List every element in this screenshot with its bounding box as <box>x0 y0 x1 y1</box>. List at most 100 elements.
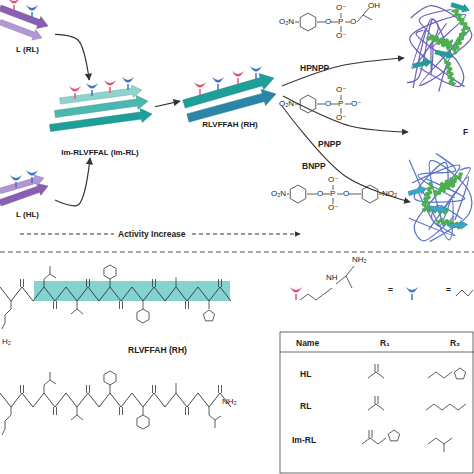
peptide-assemblies <box>0 0 276 206</box>
ligand-head <box>104 80 116 86</box>
chemical-bond <box>428 438 452 444</box>
dashed-arrow <box>20 234 114 235</box>
side-chain-symbols <box>290 266 473 300</box>
table-border <box>280 332 473 473</box>
table-cell: R₁ <box>380 339 390 348</box>
assembly-node: L (HL) <box>0 168 55 220</box>
ligand-symbol <box>26 170 38 183</box>
ligand-stem <box>255 73 257 79</box>
benzene-ring <box>104 371 116 385</box>
chemical-bond <box>345 104 351 105</box>
atom-label: O <box>325 18 331 26</box>
chemical-bond <box>287 194 289 195</box>
ligand-head <box>122 77 134 83</box>
protein-helix <box>423 183 432 208</box>
atom-label: H₂ <box>2 338 11 346</box>
chemical-bond <box>215 416 221 420</box>
table-cell: HL <box>300 370 311 379</box>
chemical-bond <box>317 104 325 105</box>
chemical-bond <box>20 279 21 287</box>
chemical-bond <box>86 385 87 393</box>
chemical-bond <box>119 407 120 415</box>
chemical-bond <box>44 266 50 287</box>
atom-label: O⁻ <box>336 114 346 122</box>
benzene-ring <box>137 309 149 323</box>
chemical-bond <box>152 385 153 393</box>
protein-helix <box>453 29 465 53</box>
ligand-head <box>290 287 302 293</box>
node-label: Im-RLVFFAL (Im-RL) <box>61 149 138 158</box>
atom-label: O <box>350 18 356 26</box>
ligand-stem <box>31 177 33 183</box>
chemical-bond <box>23 385 24 393</box>
peptide-structure <box>0 371 231 435</box>
activity-arrow <box>0 234 474 252</box>
beta-strand <box>435 50 453 59</box>
chemical-bond <box>368 372 384 378</box>
ligand-symbol <box>26 5 38 18</box>
chemical-bond <box>53 407 54 415</box>
atom-label: P <box>330 190 335 198</box>
chemical-bond <box>300 288 332 300</box>
substrate-name: HPNPP <box>300 64 329 73</box>
atom-label: O⁻ <box>336 4 346 12</box>
assembly-node: Im-RLVFFAL (Im-RL) <box>45 80 155 158</box>
dashed-arrow <box>192 234 300 235</box>
ligand-stem <box>74 93 76 99</box>
chemical-bond <box>119 301 120 309</box>
chemical-bond <box>375 364 376 372</box>
atom-label: O <box>325 100 331 108</box>
protein-structure <box>408 153 472 241</box>
atom-label: O⁻ <box>336 86 346 94</box>
protein-structure <box>407 3 472 92</box>
ligand-stem <box>199 89 201 95</box>
benzene-ring <box>290 185 306 203</box>
chemical-bond <box>379 194 382 195</box>
beta-strand <box>60 85 142 104</box>
beta-strand <box>451 3 470 13</box>
separator-line <box>0 252 474 253</box>
peptide-structure <box>0 265 231 329</box>
ligand-head <box>250 66 262 72</box>
ligand-stem <box>109 87 111 93</box>
ligand-symbol <box>406 287 418 300</box>
ligand-head <box>194 82 206 88</box>
chemical-bond <box>323 194 330 195</box>
ligand-head <box>8 0 20 4</box>
chemical-bond <box>155 385 156 393</box>
reaction-arrows <box>282 58 410 202</box>
assembly-node: L (RL) <box>0 0 55 55</box>
chemical-bond <box>56 407 57 415</box>
beta-strand <box>450 221 468 229</box>
chemical-bond <box>209 407 215 428</box>
chemical-bond <box>346 276 352 288</box>
ligand-symbol <box>232 71 244 84</box>
chemical-bond <box>426 404 466 410</box>
table-cell: R₂ <box>450 339 460 348</box>
ligand-head <box>69 86 81 92</box>
atom-label: OH <box>368 2 380 10</box>
ligand-head <box>86 83 98 89</box>
protein-loop <box>429 168 470 230</box>
chemical-bond <box>221 279 222 287</box>
atom-label: NH₂ <box>352 256 367 264</box>
chemical-bond <box>345 22 350 23</box>
atom-label: O⁻ <box>328 204 338 212</box>
assembly-arrow <box>55 34 89 80</box>
chemical-bond <box>89 279 90 287</box>
substrate-molecules <box>287 8 382 204</box>
benzene-ring <box>300 13 316 31</box>
benzene-ring <box>137 415 149 429</box>
chemical-bond <box>152 279 153 287</box>
chemical-bond <box>185 301 186 309</box>
chemical-bond <box>221 385 222 393</box>
atom-label: P <box>338 100 343 108</box>
ligand-stem <box>295 294 297 300</box>
chemical-bond <box>143 407 144 415</box>
assembly-node: RLVFFAH (RH) <box>180 50 280 130</box>
chemical-bond <box>349 194 361 195</box>
table-cell: RL <box>300 402 311 411</box>
chemical-bond <box>0 287 231 301</box>
